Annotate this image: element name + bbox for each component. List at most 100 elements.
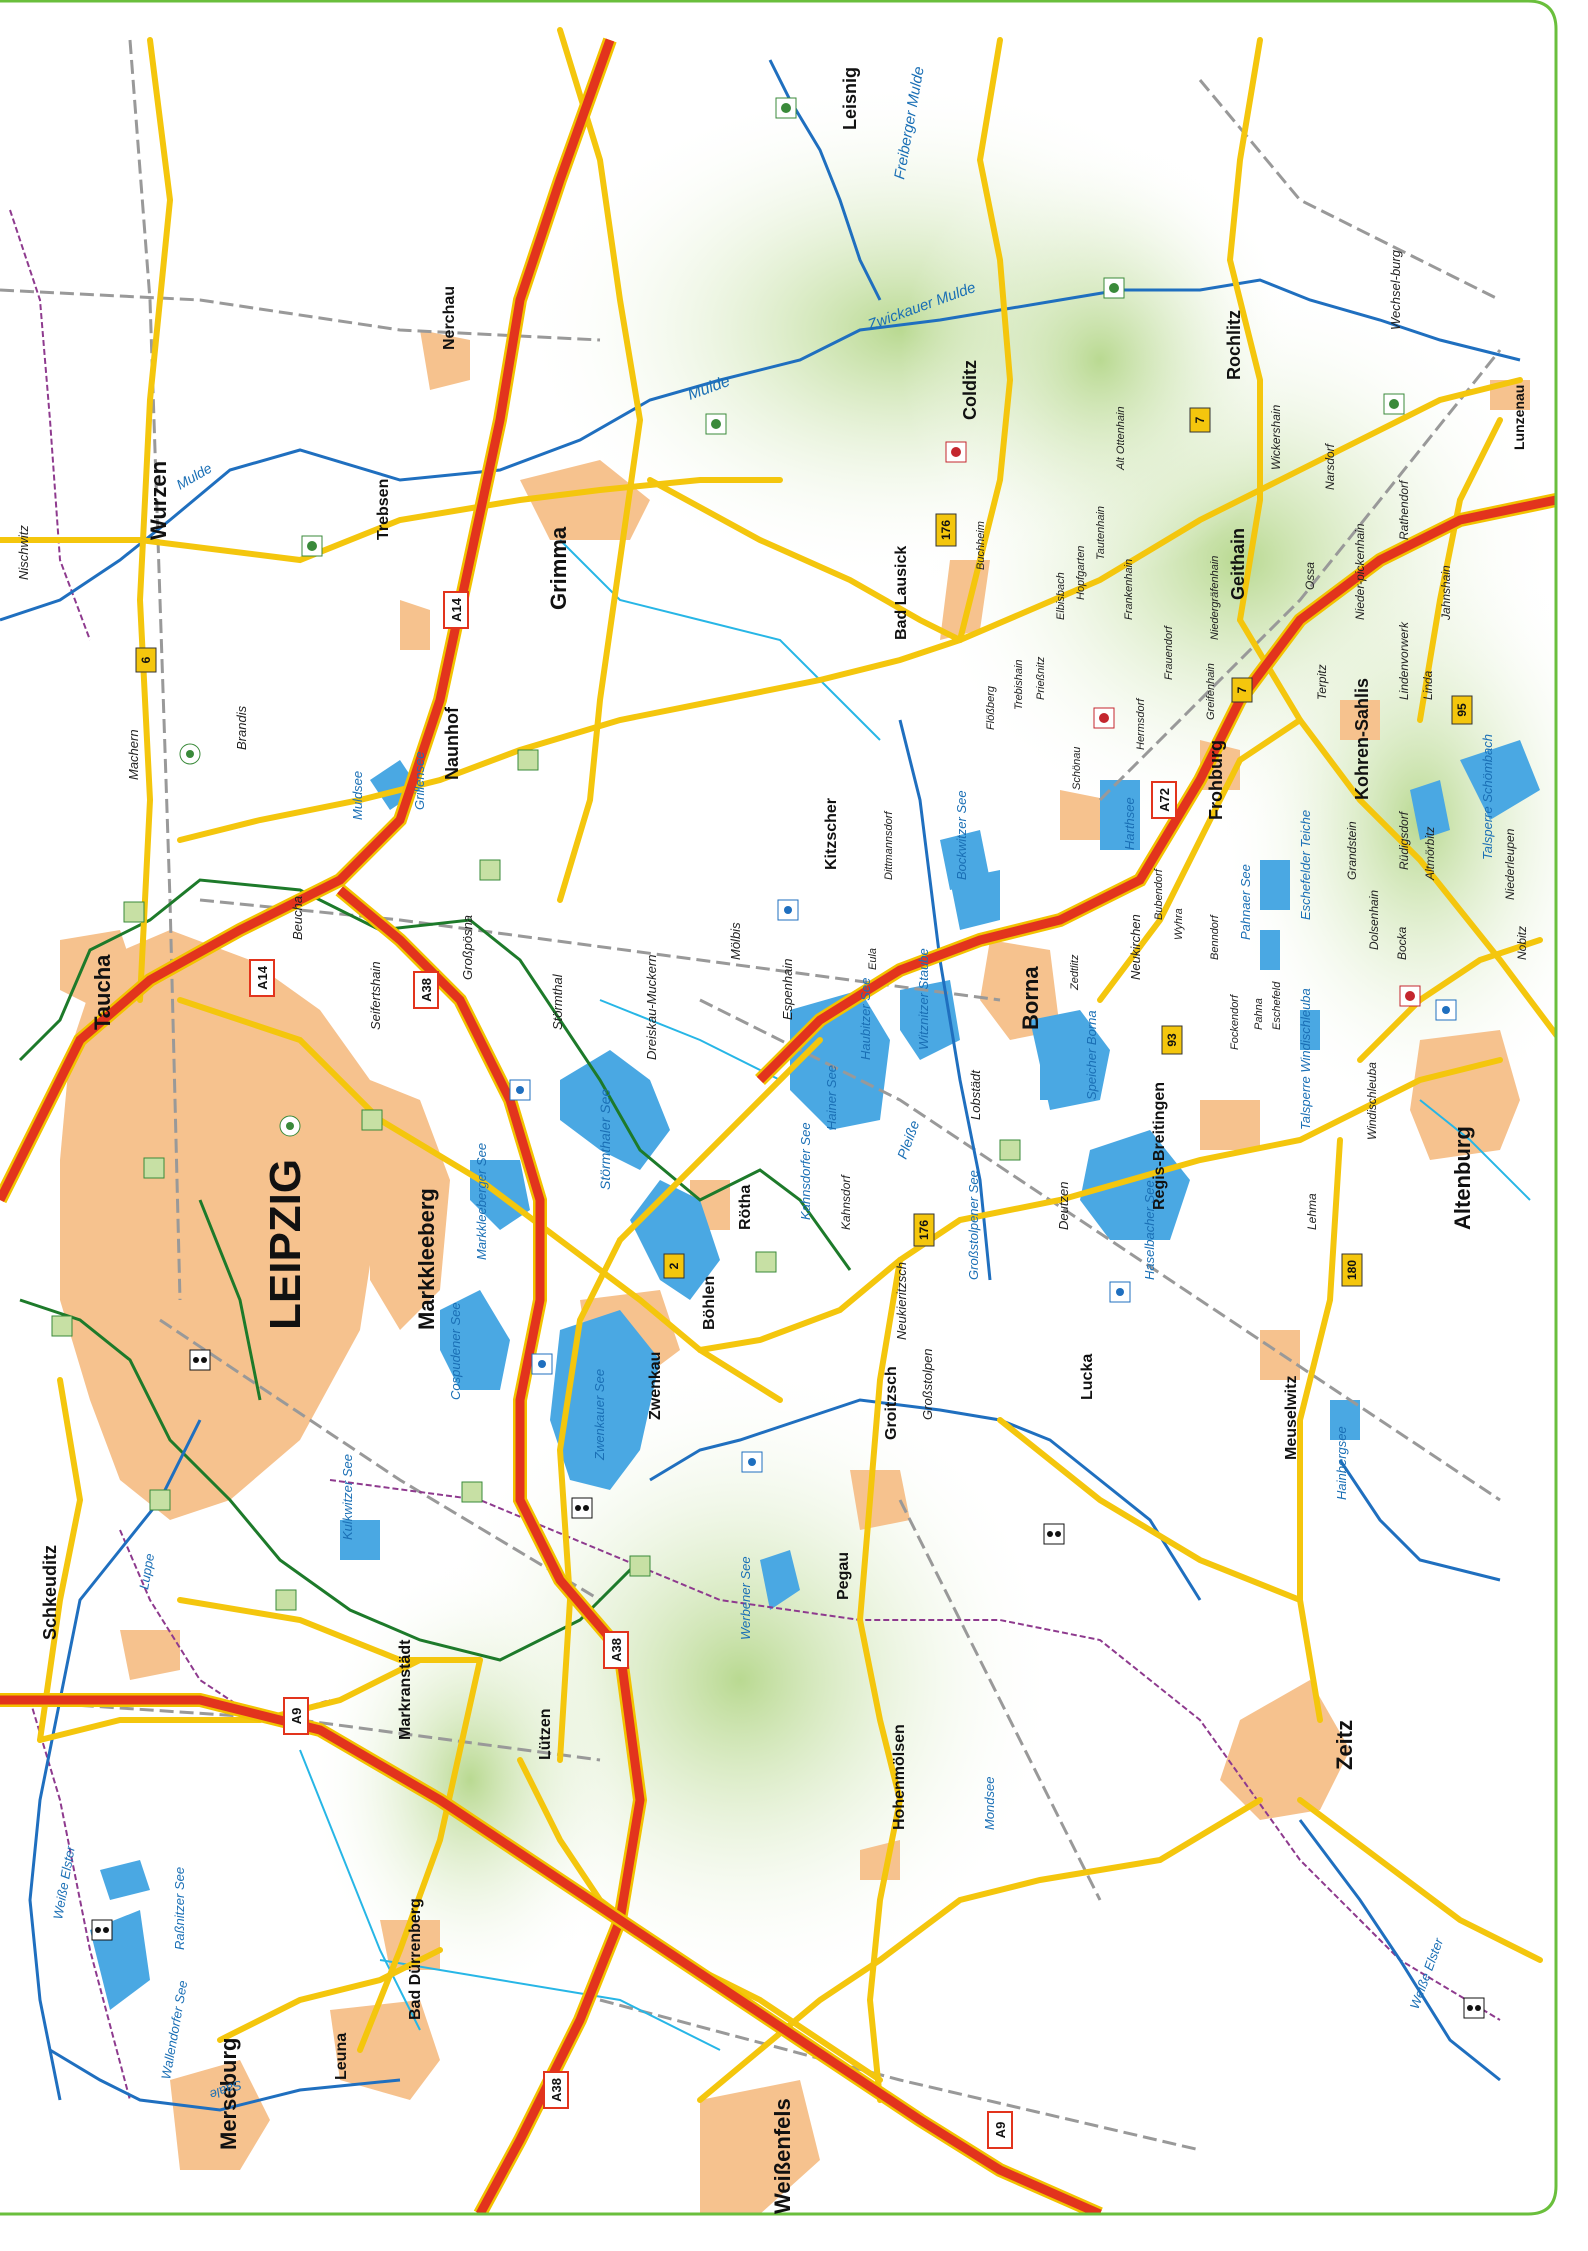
motorway-shield: A14 xyxy=(443,591,469,629)
town-grimma: Grimma xyxy=(546,526,571,610)
bike-icon[interactable] xyxy=(571,1497,593,1519)
town-zeitz: Zeitz xyxy=(1332,1720,1357,1770)
water-sport-icon[interactable] xyxy=(777,899,799,921)
town-kitzscher: Kitzscher xyxy=(823,798,840,870)
water-label: Pleiße xyxy=(894,1118,923,1161)
town-pegau: Pegau xyxy=(835,1552,852,1600)
town-altenburg: Altenburg xyxy=(1450,1126,1475,1230)
village-label: Nobitz xyxy=(1515,926,1529,960)
water-label: Harthsee xyxy=(1122,797,1137,850)
town-regis-breitingen: Regis-Breitingen xyxy=(1151,1082,1168,1210)
water-label: Kahnsdorfer See xyxy=(798,1122,813,1220)
water-sport-icon[interactable] xyxy=(741,1451,763,1473)
water-label: Luppe xyxy=(136,1552,157,1590)
bike-icon[interactable] xyxy=(189,1349,211,1371)
village-label: Hopfgarten xyxy=(1075,546,1087,600)
village-label: Dolsenhain xyxy=(1367,890,1381,950)
poi-icons[interactable] xyxy=(51,97,1485,2019)
leisure-icon[interactable] xyxy=(461,1481,483,1503)
water-sport-icon[interactable] xyxy=(1435,999,1457,1021)
village-label: Tautenhain xyxy=(1095,506,1107,560)
town-groitzsch: Groitzsch xyxy=(883,1366,900,1440)
leisure-icon[interactable] xyxy=(149,1489,171,1511)
leisure-icon[interactable] xyxy=(999,1139,1021,1161)
water-label: Muldsee xyxy=(350,771,365,820)
village-label: Nieder-pickenhain xyxy=(1353,523,1367,620)
town-nerchau: Nerchau xyxy=(441,286,458,350)
water-label: Hainer See xyxy=(824,1065,839,1130)
tower-icon[interactable] xyxy=(517,749,539,771)
water-sport-icon[interactable] xyxy=(531,1353,553,1375)
town-schkeuditz: Schkeuditz xyxy=(40,1545,60,1640)
svg-text:7: 7 xyxy=(1193,416,1207,423)
zoo-icon[interactable] xyxy=(279,1115,301,1137)
leisure-icon[interactable] xyxy=(361,1109,383,1131)
svg-text:A38: A38 xyxy=(549,2078,564,2102)
village-label: Grandstein xyxy=(1345,821,1359,880)
village-label: Lehma xyxy=(1305,1193,1319,1230)
museum-icon[interactable] xyxy=(945,441,967,463)
town-leisnig: Leisnig xyxy=(840,67,860,130)
town-bad-duerrenberg: Bad Dürrenberg xyxy=(407,1898,424,2020)
town-weissenfels: Weißenfels xyxy=(770,2098,795,2214)
village-label: Linda xyxy=(1421,670,1435,700)
castle-icon[interactable] xyxy=(705,413,727,435)
town-geithain: Geithain xyxy=(1228,528,1248,600)
town-borna: Borna xyxy=(1018,966,1043,1030)
castle-icon[interactable] xyxy=(1383,393,1405,415)
bike-icon[interactable] xyxy=(91,1919,113,1941)
castle-icon[interactable] xyxy=(775,97,797,119)
town-markranstaedt: Markranstädt xyxy=(397,1639,414,1740)
town-leuna: Leuna xyxy=(333,2033,350,2080)
leisure-icon[interactable] xyxy=(629,1555,651,1577)
town-hohenmoelsen: Hohenmölsen xyxy=(891,1724,908,1830)
village-label: Machern xyxy=(126,729,141,780)
leisure-icon[interactable] xyxy=(755,1251,777,1273)
village-label: Großstolpen xyxy=(920,1348,935,1420)
leisure-icon[interactable] xyxy=(479,859,501,881)
town-rochlitz: Rochlitz xyxy=(1224,310,1244,380)
water-label: Grillensee xyxy=(412,751,427,810)
motorway-shield: A14 xyxy=(249,959,275,997)
tower-icon[interactable] xyxy=(123,901,145,923)
water-sport-icon[interactable] xyxy=(1109,1281,1131,1303)
road-shields: A14 A14 A38 A38 A38 A9 A9 A72 6 2 7 7 93… xyxy=(135,407,1473,2149)
village-label: Zedtlitz xyxy=(1069,954,1081,991)
svg-text:A14: A14 xyxy=(449,597,464,622)
castle-icon[interactable] xyxy=(301,535,323,557)
urban-areas xyxy=(60,330,1530,2214)
water-sport-icon[interactable] xyxy=(509,1079,531,1101)
village-label: Bocka xyxy=(1395,926,1409,960)
town-naunhof: Naunhof xyxy=(442,706,462,780)
bike-icon[interactable] xyxy=(1463,1997,1485,2019)
village-label: Trebishain xyxy=(1013,659,1025,710)
museum-icon[interactable] xyxy=(1399,985,1421,1007)
federal-road-shield: 2 xyxy=(663,1253,685,1279)
svg-text:180: 180 xyxy=(1345,1260,1359,1280)
water-label: Witznitzer Staube xyxy=(916,948,931,1050)
tower-icon[interactable] xyxy=(143,1157,165,1179)
museum-icon[interactable] xyxy=(1093,707,1115,729)
village-label: Störmthal xyxy=(550,973,565,1030)
village-label: Nischwitz xyxy=(16,525,31,580)
water-label: Pahnaer See xyxy=(1238,864,1253,940)
town-luetzen: Lützen xyxy=(537,1708,554,1760)
town-lucka: Lucka xyxy=(1079,1354,1096,1400)
water-label: Talsperre Windischleuba xyxy=(1298,988,1313,1130)
town-kohren-sahlis: Kohren-Sahlis xyxy=(1352,678,1372,800)
village-label: Espenhain xyxy=(780,959,795,1020)
zoo-icon[interactable] xyxy=(179,743,201,765)
leisure-icon[interactable] xyxy=(51,1315,73,1337)
motorway-shield: A9 xyxy=(283,1697,309,1735)
bike-icon[interactable] xyxy=(1043,1523,1065,1545)
village-label: Rathendorf xyxy=(1397,479,1411,540)
lakes xyxy=(90,740,1540,2010)
leisure-icon[interactable] xyxy=(275,1589,297,1611)
water-label: Kulkwitzer See xyxy=(340,1454,355,1540)
village-label: Pahna xyxy=(1253,998,1265,1030)
castle-icon[interactable] xyxy=(1103,277,1125,299)
water-label: Talsperre Schömbach xyxy=(1480,734,1495,860)
svg-text:2: 2 xyxy=(667,1262,681,1269)
